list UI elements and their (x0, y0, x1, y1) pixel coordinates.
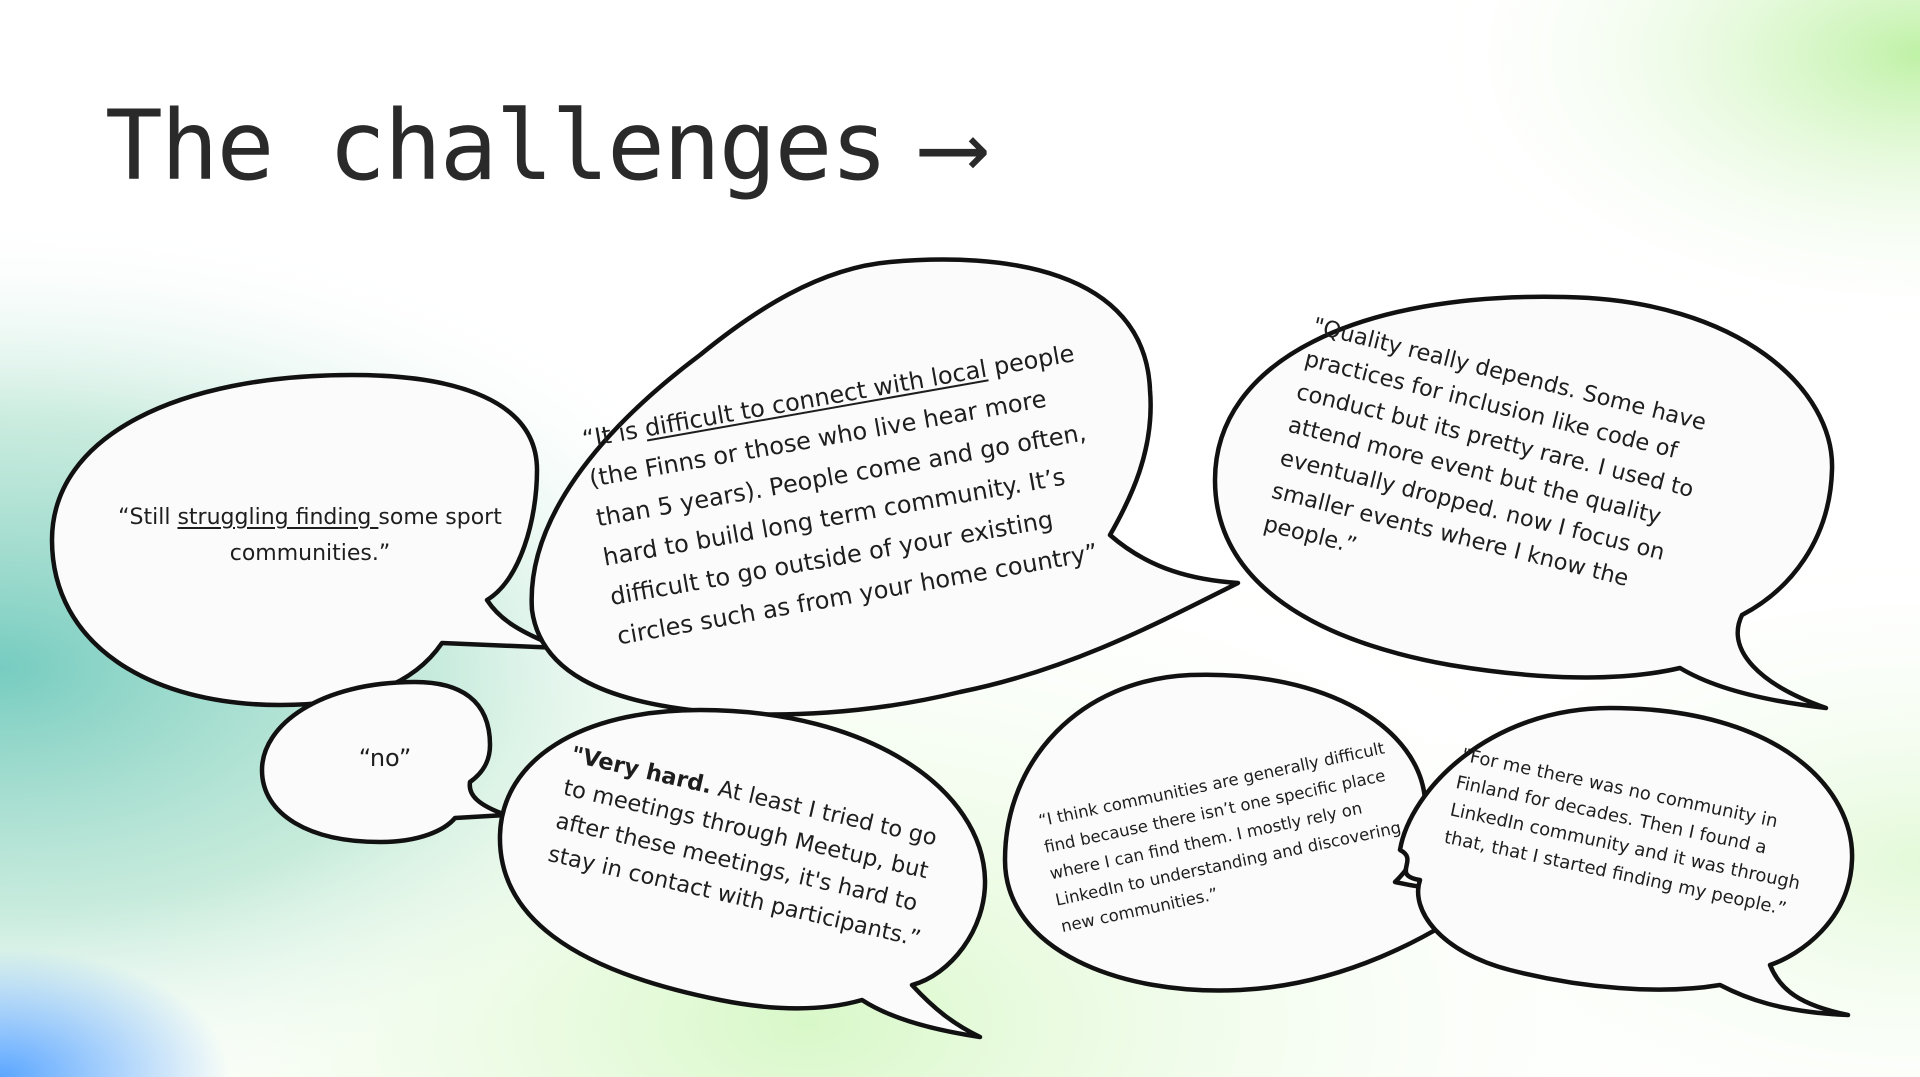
quote-text-run: “no” (358, 744, 412, 772)
page-title-text: The challenges (105, 90, 888, 202)
speech-bubble-3 (1212, 294, 1835, 711)
page-title: The challenges ⟶ (105, 90, 982, 202)
quote-text-run: “It is (580, 414, 648, 454)
speech-bubble-2 (529, 257, 1241, 717)
speech-bubble-5 (497, 707, 988, 1040)
quote-text-run: struggling finding (177, 505, 379, 530)
speech-bubble-1 (49, 372, 563, 708)
quote-no: “no” (305, 742, 465, 774)
quote-text-run: “Still (118, 505, 178, 530)
speech-bubble-6 (1002, 672, 1495, 993)
speech-bubble-7 (1397, 705, 1855, 1018)
arrow-right-icon: ⟶ (924, 90, 982, 202)
quote-sport-communities: “Still struggling finding some sport com… (110, 500, 510, 572)
quote-text-run: some sport communities.” (229, 505, 502, 566)
speech-bubble-4 (259, 679, 509, 845)
